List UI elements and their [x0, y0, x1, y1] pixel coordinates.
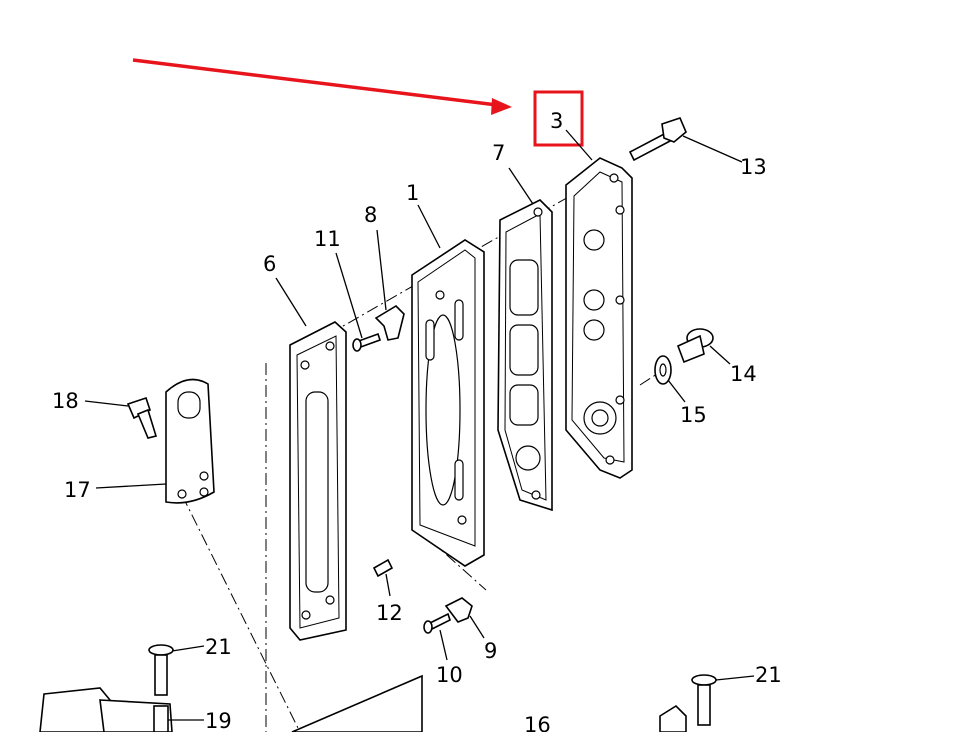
- callout-16: 16: [524, 713, 551, 732]
- callout-12: 12: [376, 601, 403, 625]
- clamp-part-9: [444, 597, 473, 623]
- callout-17: 17: [64, 478, 91, 502]
- callout-13: 13: [740, 155, 767, 179]
- bolt-part-13: [628, 117, 687, 162]
- callout-7: 7: [492, 141, 505, 165]
- callout-21-right: 21: [755, 663, 782, 687]
- callout-19: 19: [205, 709, 232, 732]
- actuator-part-19: [39, 687, 173, 732]
- callout-14: 14: [730, 362, 757, 386]
- plug-part-14: [676, 328, 714, 364]
- leader-lines: [84, 129, 755, 721]
- callout-1: 1: [406, 181, 419, 205]
- dowel-pin-part-12: [372, 558, 394, 578]
- outer-cover-part-3: [565, 157, 633, 479]
- bolt-part-18: [126, 396, 158, 439]
- screw-part-10: [423, 612, 451, 634]
- bracket-part-17: [165, 378, 215, 504]
- gasket-part-6: [289, 321, 347, 641]
- red-pointer-arrow: [132, 58, 512, 115]
- callout-15: 15: [680, 403, 707, 427]
- base-part-16: [291, 674, 687, 732]
- washer-part-15: [654, 355, 672, 385]
- gasket-part-7: [497, 199, 553, 512]
- exhaust-plate-part-1: [411, 239, 485, 567]
- callout-9: 9: [484, 639, 497, 663]
- callout-11: 11: [314, 227, 341, 251]
- callout-3-highlight-box: [533, 90, 584, 147]
- callout-6: 6: [263, 252, 276, 276]
- callout-10: 10: [436, 663, 463, 687]
- bolt-part-21-right: [691, 674, 717, 726]
- callout-8: 8: [364, 203, 377, 227]
- callout-21-left: 21: [205, 635, 232, 659]
- callout-3: 3: [550, 109, 563, 133]
- clamp-part-8: [374, 304, 405, 341]
- bolt-part-21-left: [148, 644, 174, 696]
- callout-18: 18: [52, 389, 79, 413]
- alignment-lines: [181, 171, 661, 732]
- screw-part-11: [352, 332, 382, 352]
